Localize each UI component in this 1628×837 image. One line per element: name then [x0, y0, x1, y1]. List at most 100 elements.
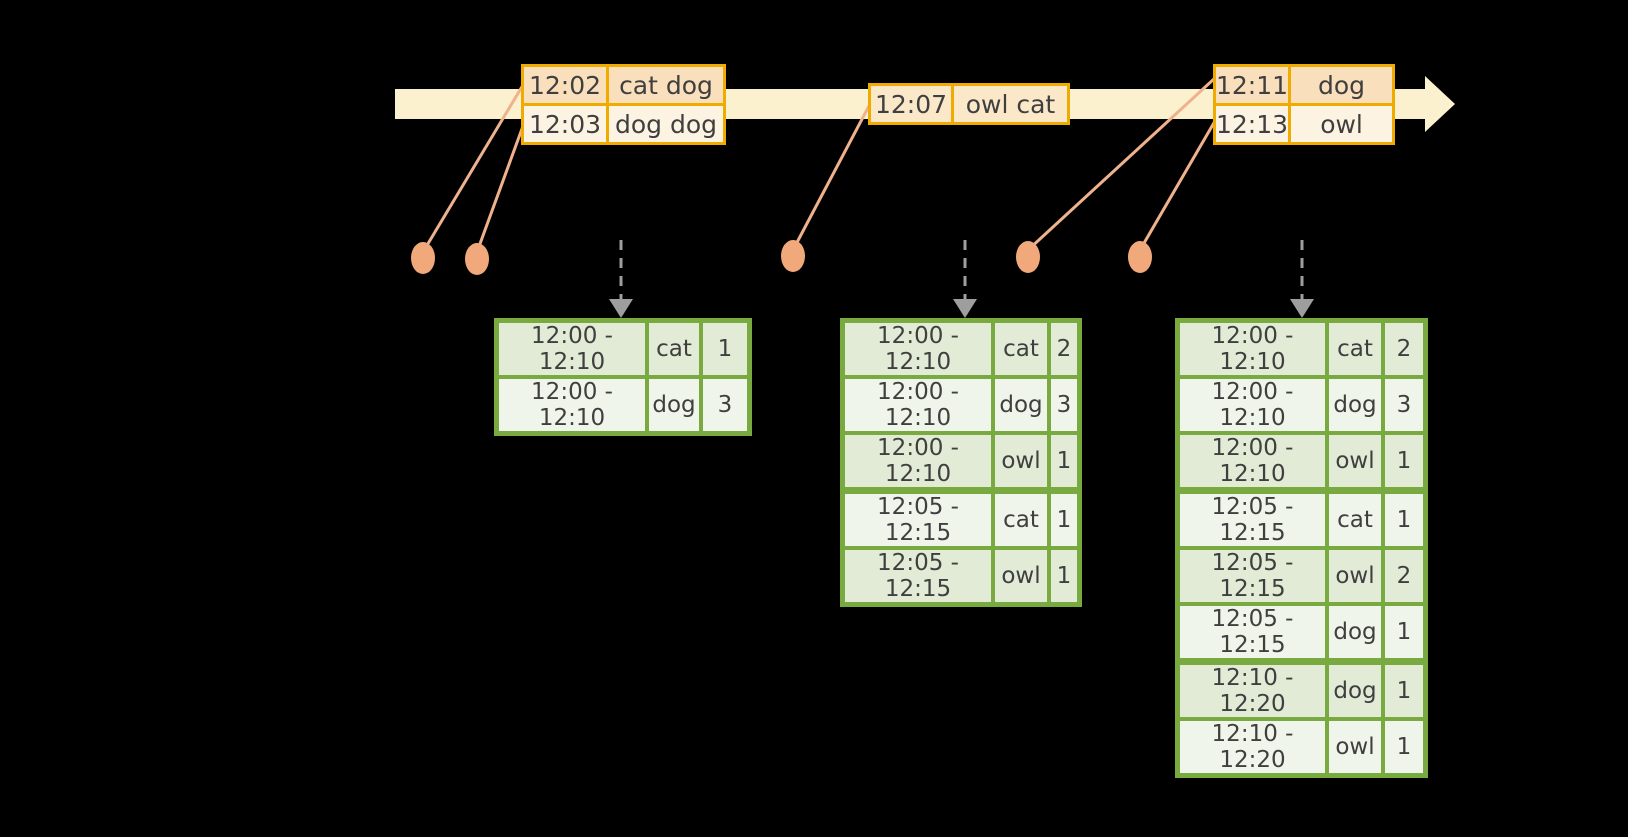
table-cell: 12:00 - 12:10	[1175, 318, 1329, 379]
connector-line	[1026, 76, 1217, 252]
table-cell: 2	[1381, 546, 1428, 606]
arrowhead-down-icon	[953, 299, 977, 318]
connector-line	[421, 84, 525, 253]
table-cell: 1	[1381, 431, 1428, 493]
connector-line	[475, 125, 525, 253]
table-cell: 12:00 - 12:10	[1175, 375, 1329, 435]
table-cell: 12:00 - 12:10	[840, 431, 995, 493]
table-cell: 12:05 - 12:15	[1175, 602, 1329, 664]
table-cell: cat	[1325, 487, 1385, 550]
table-cell: 1	[1381, 717, 1428, 778]
table-cell: 3	[699, 375, 752, 436]
event-dot	[411, 242, 435, 274]
table-cell: owl	[1325, 546, 1385, 606]
table-cell: 12:00 - 12:10	[840, 318, 995, 379]
connector-line	[791, 103, 872, 251]
table-cell: 12:00 - 12:10	[494, 375, 649, 436]
event-dot	[1128, 241, 1152, 273]
table-cell: 1	[1047, 431, 1082, 493]
table-cell: owl	[1325, 431, 1385, 493]
table-cell: 1	[1047, 546, 1082, 607]
table-cell: dog	[1325, 375, 1385, 435]
table-cell: 12:00 - 12:10	[1175, 431, 1329, 493]
table-cell: 1	[1047, 487, 1082, 550]
table-cell: owl	[1325, 717, 1385, 778]
trigger-arrowheads	[609, 299, 1314, 318]
table-cell: dog	[1325, 602, 1385, 664]
table-cell: 12:05 - 12:15	[840, 487, 995, 550]
arrowhead-down-icon	[1290, 299, 1314, 318]
table-cell: 12:10 - 12:20	[1175, 658, 1329, 721]
table-cell: cat dog	[606, 64, 726, 106]
event-dot	[1016, 241, 1040, 273]
table-cell: dog	[1325, 658, 1385, 721]
table-cell: cat	[645, 318, 703, 379]
table-cell: 12:05 - 12:15	[1175, 546, 1329, 606]
table-cell: 12:00 - 12:10	[840, 375, 995, 435]
table-cell: 1	[1381, 602, 1428, 664]
table-cell: 1	[699, 318, 752, 379]
connector-line	[1138, 120, 1217, 251]
table-cell: 12:02	[521, 64, 609, 106]
table-cell: cat	[1325, 318, 1385, 379]
table-cell: 3	[1047, 375, 1082, 435]
table-cell: dog	[645, 375, 703, 436]
event-dot	[465, 243, 489, 275]
table-cell: owl	[991, 431, 1051, 493]
table-cell: 2	[1381, 318, 1428, 379]
table-cell: owl	[991, 546, 1051, 607]
table-cell: cat	[991, 318, 1051, 379]
event-dot	[781, 240, 805, 272]
arrowhead-down-icon	[609, 299, 633, 318]
table-cell: 3	[1381, 375, 1428, 435]
table-cell: 1	[1381, 658, 1428, 721]
table-cell: 12:10 - 12:20	[1175, 717, 1329, 778]
table-cell: 1	[1381, 487, 1428, 550]
table-cell: 12:00 - 12:10	[494, 318, 649, 379]
table-cell: 12:13	[1212, 103, 1292, 145]
table-cell: owl	[1288, 103, 1396, 145]
timeline-arrowhead-icon	[1425, 76, 1455, 132]
table-cell: dog	[1288, 64, 1396, 106]
table-cell: dog	[991, 375, 1051, 435]
table-cell: 12:07	[868, 83, 954, 125]
table-cell: owl cat	[951, 83, 1070, 125]
table-cell: 12:05 - 12:15	[840, 546, 995, 607]
table-cell: 12:03	[521, 103, 609, 145]
trigger-arrow-lines	[619, 240, 1304, 300]
table-cell: 12:05 - 12:15	[1175, 487, 1329, 550]
table-cell: dog dog	[606, 103, 726, 145]
table-cell: 2	[1047, 318, 1082, 379]
table-cell: cat	[991, 487, 1051, 550]
event-dots	[411, 240, 1152, 275]
table-cell: 12:11	[1212, 64, 1292, 106]
